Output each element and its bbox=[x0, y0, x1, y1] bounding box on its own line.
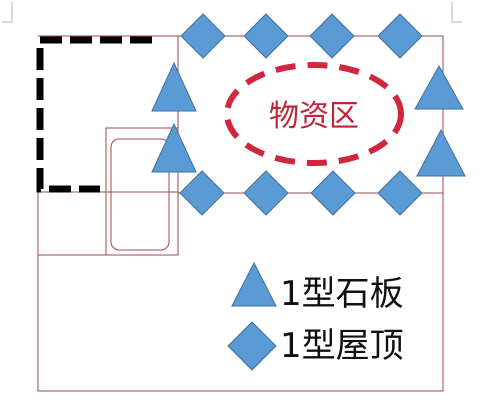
page-corner-marks bbox=[2, 2, 462, 23]
triangle-marker bbox=[151, 122, 197, 173]
material-zone-outline bbox=[224, 62, 404, 166]
legend-diamond-icon bbox=[227, 321, 277, 371]
diamond-marker bbox=[243, 170, 289, 216]
triangle-marker bbox=[416, 128, 466, 177]
legend-triangle-label: 1型石板 bbox=[280, 274, 404, 314]
diamond-marker bbox=[179, 170, 225, 216]
triangle-marker bbox=[414, 64, 464, 110]
diamond-marker bbox=[377, 170, 423, 216]
diamond-row-bottom bbox=[179, 170, 423, 216]
diamond-marker bbox=[309, 13, 355, 59]
thick-dashed-boundary bbox=[36, 36, 152, 193]
diamond-marker bbox=[243, 13, 289, 59]
inner-rounded-frame bbox=[110, 138, 170, 251]
diamond-marker bbox=[180, 13, 226, 59]
legend-diamond-label: 1型屋顶 bbox=[280, 326, 404, 366]
diamond-marker bbox=[310, 170, 356, 216]
triangle-markers bbox=[151, 61, 466, 177]
legend-triangle-icon bbox=[231, 261, 277, 307]
diamond-row-top bbox=[180, 13, 423, 59]
diamond-marker bbox=[377, 13, 423, 59]
triangle-marker bbox=[151, 61, 197, 112]
legend: 1型石板 1型屋顶 bbox=[227, 261, 404, 371]
material-zone-label: 物资区 bbox=[269, 99, 359, 134]
